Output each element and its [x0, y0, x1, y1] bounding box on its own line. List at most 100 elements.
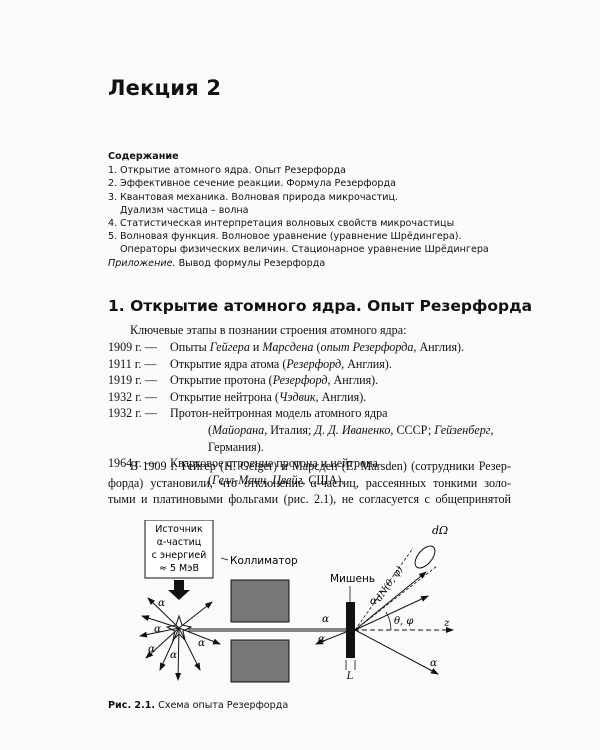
contents-item-number: 1.: [108, 165, 118, 177]
contents-item-number: 4.: [108, 218, 118, 230]
section-title: 1. Открытие атомного ядра. Опыт Резерфор…: [108, 297, 533, 315]
rutherford-diagram: Источник α-частиц с энергией ≈ 5 МэВ Кол…: [139, 520, 454, 683]
timeline-fragment: , Германия).: [208, 422, 494, 454]
alpha-label: α: [148, 643, 155, 655]
solid-angle-ellipse: [414, 545, 436, 569]
timeline-fragment: ,: [266, 472, 273, 487]
appendix-label: Приложение.: [108, 257, 176, 269]
alpha-label: α: [158, 597, 165, 609]
contents: Содержание 1. Открытие атомного ядра. Оп…: [108, 150, 508, 270]
alpha-label: α: [322, 613, 329, 625]
timeline-text: Открытие ядра атома (Резерфорд, Англия).: [170, 356, 392, 373]
alpha-label: α: [170, 649, 177, 661]
dN-label: dN(θ, φ): [373, 564, 405, 603]
timeline-text: Открытие протона (Резерфорд, Англия).: [170, 372, 378, 389]
source-label-line: с энергией: [152, 550, 207, 561]
contents-item: 4. Статистическая интерпретация волновых…: [108, 217, 508, 230]
timeline-year: 1911 г. —: [108, 356, 157, 371]
timeline-row: (Майорана, Италия; Д. Д. Иваненко, СССР;…: [108, 422, 508, 455]
timeline-fragment: и: [249, 340, 263, 354]
angle-label: θ, φ: [394, 616, 413, 627]
timeline-fragment: (: [313, 340, 321, 354]
caption-text: Схема опыта Резерфорда: [155, 700, 289, 711]
alpha-label: α: [318, 633, 325, 645]
timeline-year: 1932 г. —: [108, 406, 157, 421]
timeline-name: Гейгера: [209, 340, 250, 354]
timeline-name: Резерфорд: [286, 356, 342, 371]
timeline-row: 1911 г. — Открытие ядра атома (Резерфорд,…: [108, 356, 508, 373]
timeline-text: (Гелл-Манн, Цвейг, США).: [170, 472, 344, 489]
paragraph-line: форда) установили, что отклонение α-част…: [108, 475, 511, 490]
timeline-fragment: , СССР;: [390, 422, 435, 437]
timeline-fragment: (: [208, 422, 213, 437]
thickness-label: L: [346, 671, 354, 682]
timeline-year: 1964 г. —: [108, 456, 157, 471]
cone-edge: [354, 547, 414, 631]
contents-item-text: Эффективное сечение реакции. Формула Рез…: [120, 178, 396, 190]
timeline-fragment: Опыты: [170, 340, 210, 354]
timeline-fragment: (: [208, 472, 213, 487]
timeline-year: 1919 г. —: [108, 373, 157, 388]
timeline-row: 1964 г. — Кварковое строение протона и не…: [108, 455, 508, 472]
timeline: 1909 г. —Опыты Гейгера и Марсдена (опыт …: [108, 339, 508, 488]
timeline-name: Марсдена: [262, 340, 314, 354]
timeline-fragment: Открытие ядра атома (: [170, 356, 287, 371]
collimator-label: Коллиматор: [230, 555, 298, 567]
z-label: z: [443, 617, 450, 629]
collimator-lower-block: [230, 639, 290, 683]
timeline-row: 1919 г. — Открытие протона (Резерфорд, Ан…: [108, 372, 508, 389]
source-label-box: [144, 520, 214, 579]
contents-item: 3. Квантовая механика. Волновая природа …: [108, 191, 508, 204]
timeline-row: 1909 г. — Опыты Гейгера и Марсдена (опыт …: [108, 339, 508, 356]
timeline-year: 1932 г. —: [108, 389, 157, 404]
timeline-text: Открытие нейтрона (Чэдвик, Англия).: [170, 389, 366, 406]
timeline-name: Гелл-Манн: [212, 472, 267, 487]
alpha-label: α: [430, 657, 437, 669]
timeline-name: Майорана: [212, 422, 265, 437]
paragraph: В 1909 г. Гейгер (H. Geiger) и Марсден (…: [108, 458, 511, 508]
timeline-fragment: Кварковое строение протона и нейтрона: [170, 456, 378, 471]
timeline-fragment: , Англия).: [327, 373, 379, 388]
timeline-year: 1909 г. —: [108, 340, 157, 354]
timeline-fragment: Открытие протона (: [170, 373, 273, 388]
timeline-row: 1932 г. — Протон-нейтронная модель атомно…: [108, 405, 508, 422]
timeline-fragment: , Англия).: [315, 389, 367, 404]
target-label: Мишень: [330, 573, 375, 585]
alpha-label: α: [154, 623, 161, 635]
contents-item-text: Волновая функция. Волновое уравнение (ур…: [120, 231, 462, 243]
contents-item: 1. Открытие атомного ядра. Опыт Резерфор…: [108, 164, 508, 177]
solid-angle-label: dΩ: [432, 524, 448, 537]
timeline-row: (Гелл-Манн, Цвейг, США).: [108, 472, 508, 489]
contents-item-text: Квантовая механика. Волновая природа мик…: [120, 191, 399, 203]
timeline-name: опыт Резерфорда: [320, 340, 414, 354]
timeline-text: (Майорана, Италия; Д. Д. Иваненко, СССР;…: [170, 422, 508, 455]
caption-label: Рис. 2.1.: [108, 700, 156, 711]
contents-item-number: 2.: [108, 178, 118, 190]
contents-item: 5. Волновая функция. Волновое уравнение …: [108, 230, 508, 243]
contents-item-continuation: Дуализм частица – волна: [120, 204, 249, 216]
source-label-line: α-частиц: [157, 537, 202, 548]
alpha-label: α: [370, 595, 377, 607]
source-label-line: Источник: [155, 524, 203, 535]
paragraph-line: тыми и платиновыми фольгами (рис. 2.1), …: [108, 492, 511, 507]
timeline-name: Цвейг: [272, 472, 303, 487]
timeline-fragment: Открытие нейтрона (: [170, 389, 279, 404]
timeline-fragment: , Италия;: [264, 422, 315, 437]
appendix-text: Вывод формулы Резерфорда: [175, 257, 326, 269]
target-rays: [315, 571, 439, 675]
timeline-text: Протон-нейтронная модель атомного ядра: [170, 405, 388, 422]
target-foil: [346, 602, 355, 658]
timeline-text: Кварковое строение протона и нейтрона: [170, 455, 378, 472]
source-label-line: ≈ 5 МэВ: [159, 563, 199, 574]
lecture-title: Лекция 2: [108, 76, 222, 100]
timeline-fragment: Протон-нейтронная модель атомного ядра: [170, 406, 388, 421]
alpha-labels: α α α α α α α α α: [148, 595, 437, 669]
contents-item-continuation: Операторы физических величин. Стационарн…: [120, 244, 489, 256]
contents-heading: Содержание: [108, 151, 179, 162]
figure-caption: Рис. 2.1. Схема опыта Резерфорда: [108, 700, 288, 711]
timeline-name: Резерфорд: [272, 373, 328, 388]
contents-item: 2. Эффективное сечение реакции. Формула …: [108, 177, 508, 190]
paragraph-line: В 1909 г. Гейгер (H. Geiger) и Марсден (…: [130, 459, 511, 473]
contents-item-text: Открытие атомного ядра. Опыт Резерфорда: [120, 165, 347, 177]
cone-edge: [354, 565, 438, 631]
